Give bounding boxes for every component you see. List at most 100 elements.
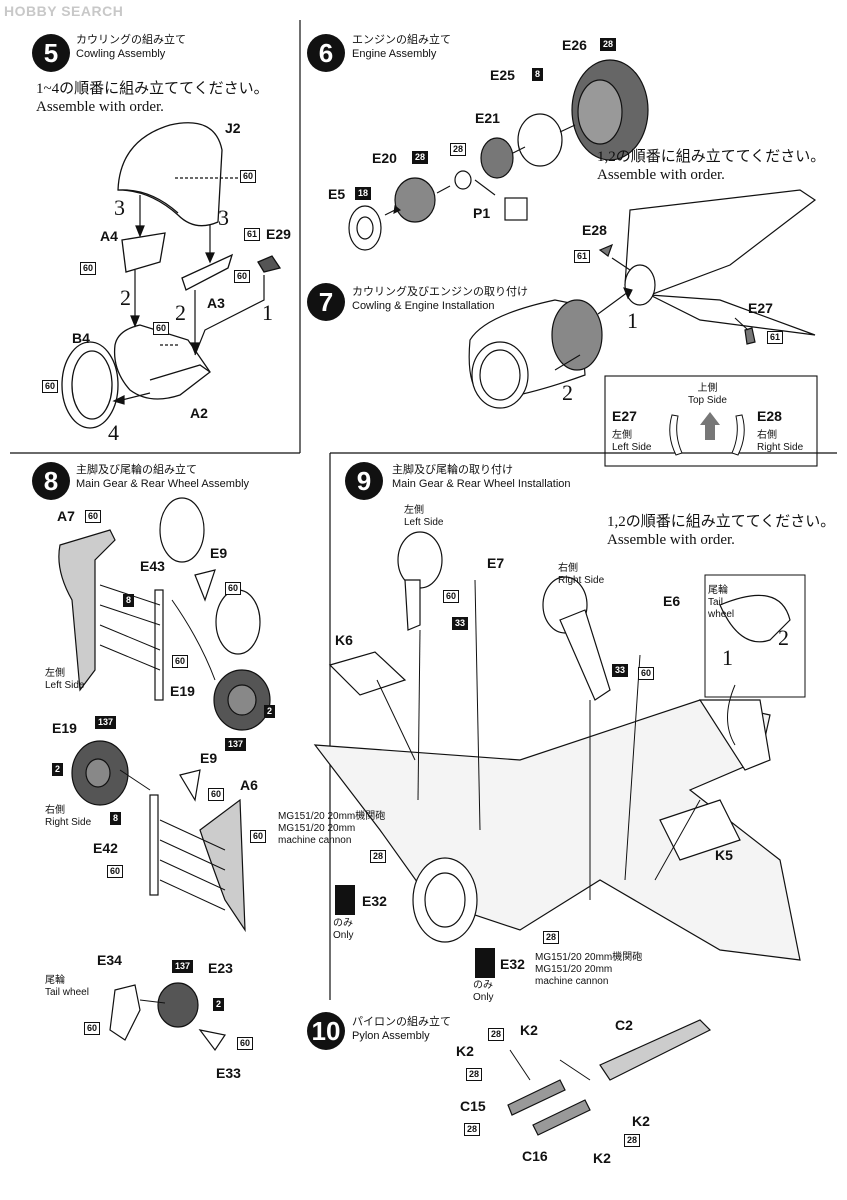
mg-label-1: MG151/20 20mm機関砲 MG151/20 20mm machine c… <box>278 811 385 847</box>
step-10-title-jp: パイロンの組み立て <box>352 1016 451 1028</box>
version-icon <box>335 885 355 915</box>
right-side-en: Right Side <box>558 575 605 586</box>
left-side-en: Left Side <box>404 517 444 528</box>
left-side-en: Left Side <box>45 680 85 691</box>
step-5-title: カウリングの組み立て Cowling Assembly <box>76 33 186 61</box>
order-2: 2 <box>562 380 573 405</box>
part-E32: E32 <box>500 956 525 972</box>
part-E7: E7 <box>487 555 505 571</box>
step-5-title-en: Cowling Assembly <box>76 48 166 60</box>
part-E5: E5 <box>328 186 346 202</box>
color-tag: 8 <box>110 812 122 825</box>
part-A4: A4 <box>100 228 118 244</box>
step-10-number: 10 <box>307 1012 345 1050</box>
left-side-jp: 左側 <box>612 430 632 441</box>
step-9-note: 1,2の順番に組み立ててください。 Assemble with order. <box>607 513 835 549</box>
color-tag: 137 <box>225 738 247 751</box>
tail-wheel-inset-label: 尾輪 Tail wheel <box>708 585 734 621</box>
color-tag: 60 <box>638 667 655 680</box>
step-5-note-jp: 1~4の順番に組み立ててください。 <box>36 81 269 97</box>
left-side-en: Left Side <box>612 442 652 453</box>
order-1: 1 <box>262 300 273 325</box>
color-tag: 28 <box>464 1123 481 1136</box>
color-tag: 61 <box>767 331 784 344</box>
color-tag: 60 <box>107 865 124 878</box>
color-tag: 28 <box>450 143 467 156</box>
version-icon <box>475 948 495 978</box>
color-tag: 8 <box>123 594 135 607</box>
part-E23: E23 <box>208 960 233 976</box>
color-tag: 2 <box>52 763 64 776</box>
mg-jp: MG151/20 20mm機関砲 <box>535 952 643 963</box>
left-side-label: 左側 Left Side <box>612 430 651 454</box>
left-side-label: 左側 Left Side <box>45 668 84 692</box>
order-2: 2 <box>120 285 131 310</box>
color-tag: 28 <box>370 850 387 863</box>
color-tag: 137 <box>172 960 194 973</box>
color-tag: 60 <box>250 830 267 843</box>
color-tag: 28 <box>466 1068 483 1081</box>
right-side-en: Right Side <box>757 442 804 453</box>
step-7-title: カウリング及びエンジンの取り付け Cowling & Engine Instal… <box>352 285 528 313</box>
order-1: 1 <box>722 645 733 670</box>
step-10-title: パイロンの組み立て Pylon Assembly <box>352 1015 451 1043</box>
step-6-title-jp: エンジンの組み立て <box>352 34 451 46</box>
step-5-note-en: Assemble with order. <box>36 99 164 115</box>
only-en: Only <box>333 930 354 941</box>
part-K6: K6 <box>335 632 353 648</box>
color-tag: 60 <box>42 380 59 393</box>
color-tag: 60 <box>225 582 242 595</box>
step-6-title-en: Engine Assembly <box>352 48 437 60</box>
color-tag: 137 <box>95 716 117 729</box>
part-E21: E21 <box>475 110 500 126</box>
color-tag: 60 <box>153 322 170 335</box>
color-tag: 2 <box>264 705 276 718</box>
part-E9: E9 <box>200 750 218 766</box>
right-side-jp: 右側 <box>757 430 777 441</box>
color-tag: 8 <box>532 68 544 81</box>
part-C2: C2 <box>615 1017 633 1033</box>
right-side-label: 右側 Right Side <box>558 563 604 587</box>
step-9-number: 9 <box>345 462 383 500</box>
color-tag: 60 <box>237 1037 254 1050</box>
color-tag: 60 <box>208 788 225 801</box>
order-2: 2 <box>175 300 186 325</box>
only-label: のみ Only <box>333 918 354 942</box>
step-6-note: 1,2の順番に組み立ててください。 Assemble with order. <box>597 148 825 184</box>
mg-en2: machine cannon <box>278 835 352 846</box>
step-8-title: 主脚及び尾輪の組み立て Main Gear & Rear Wheel Assem… <box>76 463 249 491</box>
only-en: Only <box>473 992 494 1003</box>
watermark-brand: HOBBY <box>4 3 57 19</box>
part-P1: P1 <box>473 205 491 221</box>
color-tag: 61 <box>574 250 591 263</box>
step-6-title: エンジンの組み立て Engine Assembly <box>352 33 451 61</box>
step-6-number: 6 <box>307 34 345 72</box>
part-E26: E26 <box>562 37 587 53</box>
part-B4: B4 <box>72 330 90 346</box>
part-E19: E19 <box>52 720 77 736</box>
step-6-note-jp: 1,2の順番に組み立ててください。 <box>597 149 826 165</box>
part-K2: K2 <box>593 1150 611 1166</box>
part-E27: E27 <box>748 300 773 316</box>
part-E33: E33 <box>216 1065 241 1081</box>
step-9-title: 主脚及び尾輪の取り付け Main Gear & Rear Wheel Insta… <box>392 463 571 491</box>
mg-en2: machine cannon <box>535 976 609 987</box>
color-tag: 28 <box>600 38 617 51</box>
step-9-note-en: Assemble with order. <box>607 532 735 548</box>
right-side-jp: 右側 <box>45 805 65 816</box>
step-7-number: 7 <box>307 283 345 321</box>
part-K2: K2 <box>632 1113 650 1129</box>
tail-wheel-en2: Tail <box>708 597 724 608</box>
color-tag: 33 <box>612 664 629 677</box>
color-tag: 28 <box>488 1028 505 1041</box>
color-tag: 18 <box>355 187 372 200</box>
watermark-suffix: SEARCH <box>56 3 124 19</box>
part-E28: E28 <box>757 408 782 424</box>
watermark: HOBBY SEARCH <box>4 3 123 19</box>
color-tag: 60 <box>84 1022 101 1035</box>
step-9-title-en: Main Gear & Rear Wheel Installation <box>392 478 571 490</box>
mg-label-2: MG151/20 20mm機関砲 MG151/20 20mm machine c… <box>535 952 642 988</box>
tail-wheel-label: 尾輪 Tail wheel <box>45 975 89 999</box>
part-E28: E28 <box>582 222 607 238</box>
